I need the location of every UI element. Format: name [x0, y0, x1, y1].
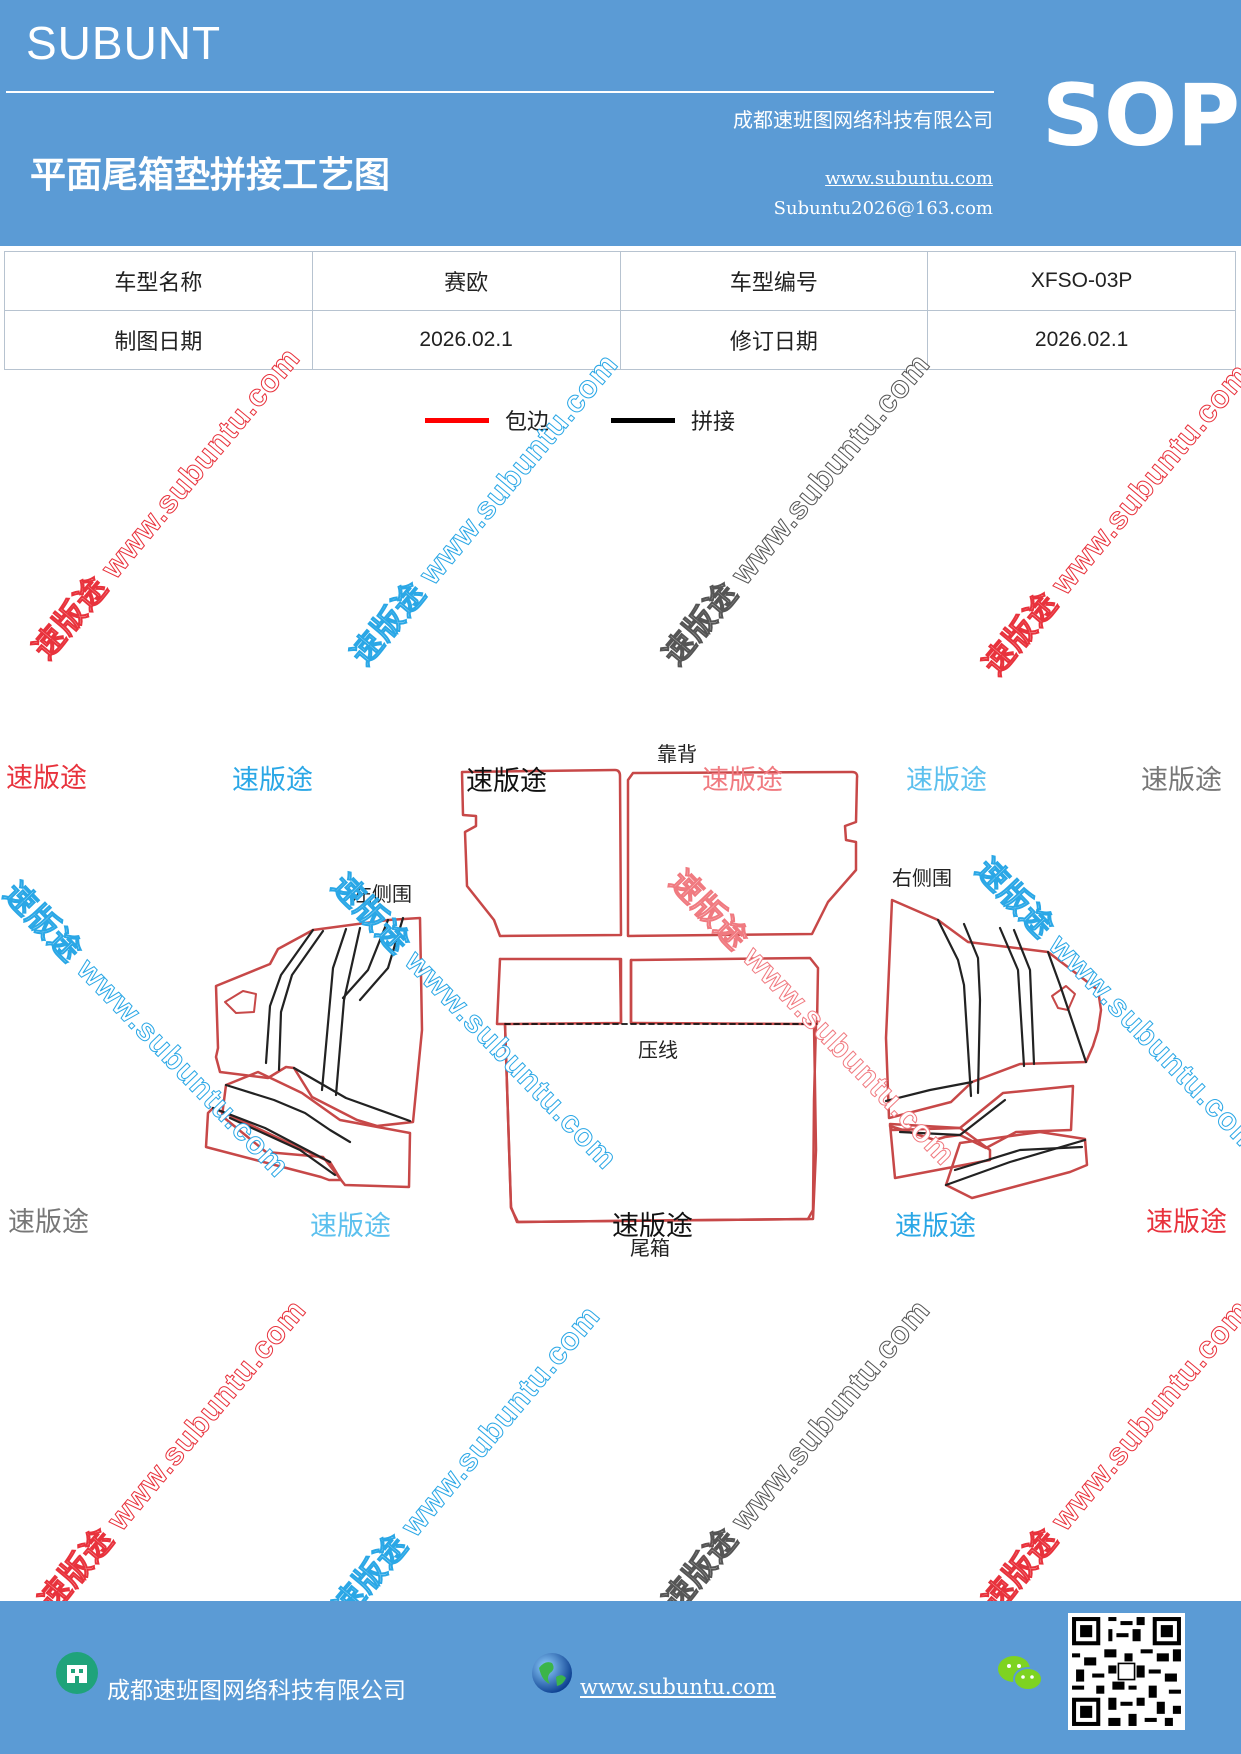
watermark-short: 速版途	[310, 1211, 391, 1242]
crease-label: 压线	[638, 1038, 678, 1062]
footer-company: 成都速班图网络科技有限公司	[107, 1678, 406, 1704]
legend-splice: 拼接	[611, 404, 735, 436]
qr-code[interactable]	[1068, 1613, 1185, 1730]
table-row: 车型名称 赛欧 车型编号 XFSO-03P	[4, 251, 1236, 311]
header-email[interactable]: Subuntu2026@163.com	[773, 198, 993, 219]
watermark-short: 速版途	[906, 765, 987, 796]
header-company: 成都速班图网络科技有限公司	[733, 108, 993, 132]
qr-code-pattern	[1068, 1613, 1185, 1730]
legend-edge: 包边	[425, 404, 549, 436]
watermark-short: 速版途	[1146, 1207, 1227, 1238]
model-name-value: 赛欧	[311, 251, 621, 311]
watermark-short: 速版途	[612, 1211, 693, 1242]
watermark-short: 速版途	[1141, 765, 1222, 796]
draw-date-label: 制图日期	[4, 310, 313, 370]
header-website-link[interactable]: www.subuntu.com	[825, 168, 993, 189]
right-side-label: 右侧围	[892, 866, 952, 890]
legend-splice-label: 拼接	[691, 410, 736, 435]
legend-edge-label: 包边	[505, 410, 550, 435]
watermark-short: 速版途	[466, 766, 547, 797]
revise-date-label: 修订日期	[619, 310, 929, 370]
watermark-short: 速版途	[232, 765, 313, 796]
header-banner: SUBUNT 平面尾箱垫拼接工艺图 成都速班图网络科技有限公司 www.subu…	[0, 0, 1241, 246]
trunk-label: 尾箱	[630, 1236, 670, 1260]
header-divider	[6, 91, 994, 93]
info-table: 车型名称 赛欧 车型编号 XFSO-03P 制图日期 2026.02.1 修订日…	[4, 251, 1236, 370]
watermark-short: 速版途	[8, 1207, 89, 1238]
legend-edge-swatch	[425, 417, 489, 423]
draw-date-value: 2026.02.1	[311, 310, 621, 370]
watermark-short: 速版途	[702, 765, 783, 796]
watermark-short: 速版途	[6, 763, 87, 794]
model-code-label: 车型编号	[619, 251, 929, 311]
document-title: 平面尾箱垫拼接工艺图	[30, 155, 391, 196]
globe-icon	[532, 1653, 572, 1693]
sop-badge: SOP	[1042, 66, 1241, 166]
brand-name: SUBUNT	[26, 17, 222, 69]
revise-date-value: 2026.02.1	[927, 310, 1236, 370]
building-icon	[56, 1652, 98, 1694]
model-name-label: 车型名称	[4, 251, 313, 311]
left-side-label: 左侧围	[352, 882, 412, 906]
model-code-value: XFSO-03P	[927, 251, 1236, 311]
wechat-icon[interactable]	[996, 1652, 1044, 1694]
legend-splice-swatch	[611, 417, 675, 423]
backrest-label: 靠背	[657, 742, 697, 766]
watermark-short: 速版途	[895, 1211, 976, 1242]
footer-website-link[interactable]: www.subuntu.com	[580, 1675, 776, 1699]
table-row: 制图日期 2026.02.1 修订日期 2026.02.1	[4, 310, 1236, 370]
